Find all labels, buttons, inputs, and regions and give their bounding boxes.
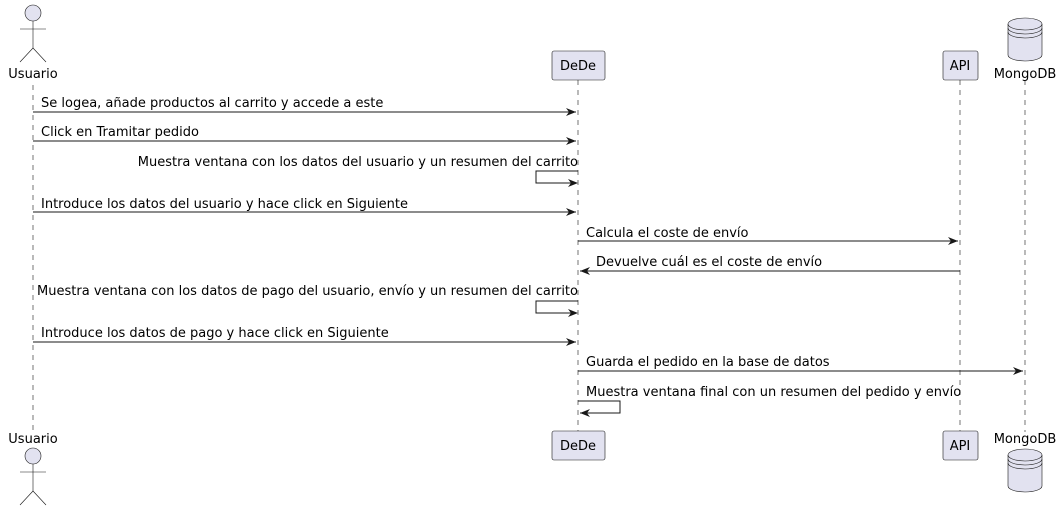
actor-usuario-top: Usuario (8, 4, 58, 82)
message-label: Devuelve cuál es el coste de envío (596, 255, 822, 270)
participant-api-top: API (942, 50, 979, 81)
participant-api-bottom: API (942, 430, 979, 461)
participant-label-usuario: Usuario (8, 432, 57, 447)
participant-mongodb-bottom: MongoDB (994, 432, 1057, 493)
message-label: Introduce los datos del usuario y hace c… (41, 197, 408, 212)
actor-head-icon (24, 447, 42, 465)
message-3: Muestra ventana con los datos del usuari… (138, 155, 578, 187)
message-label: Se logea, añade productos al carrito y a… (41, 96, 383, 111)
message-5: Calcula el coste de envío (578, 226, 958, 245)
message-label: Introduce los datos de pago y hace click… (41, 326, 389, 341)
message-8: Introduce los datos de pago y hace click… (33, 326, 576, 346)
participant-label-usuario: Usuario (8, 67, 57, 82)
message-label: Click en Tramitar pedido (41, 125, 199, 140)
database-icon (1007, 17, 1043, 62)
participant-label-api: API (950, 439, 971, 454)
message-7: Muestra ventana con los datos de pago de… (37, 284, 578, 317)
participant-label-mongodb: MongoDB (994, 432, 1057, 447)
participant-mongodb-top: MongoDB (994, 17, 1057, 82)
participant-dede-bottom: DeDe (551, 430, 606, 461)
message-10: Muestra ventana final con un resumen del… (578, 385, 961, 417)
actor-usuario-bottom: Usuario (8, 432, 58, 506)
message-2: Click en Tramitar pedido (33, 125, 576, 145)
participant-dede-top: DeDe (551, 50, 606, 81)
message-9: Guarda el pedido en la base de datos (578, 355, 1023, 375)
participant-label-mongodb: MongoDB (994, 67, 1057, 82)
participant-label-dede: DeDe (560, 59, 596, 74)
actor-head-icon (24, 4, 42, 22)
message-label: Guarda el pedido en la base de datos (586, 355, 830, 370)
message-4: Introduce los datos del usuario y hace c… (33, 197, 576, 216)
database-icon (1007, 448, 1043, 493)
message-label: Muestra ventana con los datos del usuari… (138, 155, 578, 170)
message-6: Devuelve cuál es el coste de envío (580, 255, 960, 275)
message-1: Se logea, añade productos al carrito y a… (33, 96, 576, 116)
participant-label-dede: DeDe (560, 439, 596, 454)
message-label: Muestra ventana final con un resumen del… (586, 385, 961, 400)
message-label: Calcula el coste de envío (586, 226, 749, 241)
message-label: Muestra ventana con los datos de pago de… (37, 284, 578, 299)
participant-label-api: API (950, 59, 971, 74)
